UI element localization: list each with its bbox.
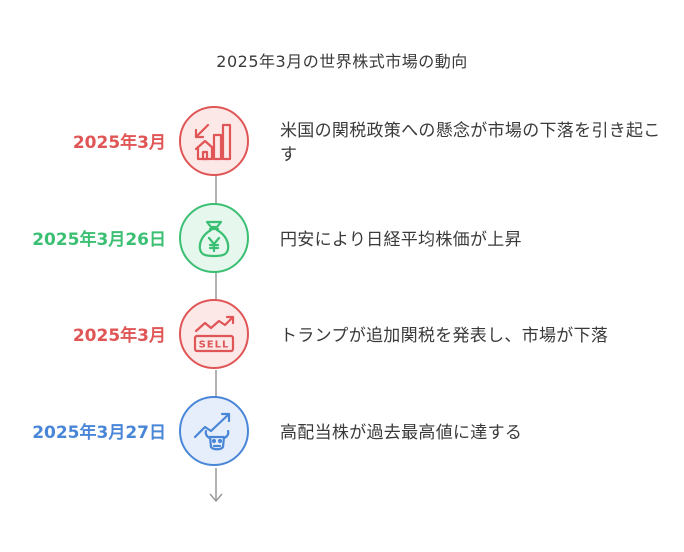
diagram-title: 2025年3月の世界株式市場の動向 [216, 52, 468, 71]
event-date: 2025年3月26日 [32, 230, 166, 250]
timeline-event-4: 2025年3月27日 高配当株が過去最高値に達する [0, 393, 684, 473]
event-description: 円安により日経平均株価が上昇 [280, 230, 522, 250]
svg-text:SELL: SELL [199, 340, 230, 351]
arrow-down-icon [209, 493, 223, 503]
event-date: 2025年3月27日 [32, 423, 166, 443]
yen-money-bag-icon [179, 203, 249, 273]
timeline-event-2: 2025年3月26日 円安により日経平均株価が上昇 [0, 200, 684, 280]
timeline-event-1: 2025年3月 米国の関税政策への懸念が市場の下落を引き起こす [0, 103, 684, 183]
event-date: 2025年3月 [72, 326, 166, 346]
event-description: 米国の関税政策への懸念が市場の下落を引き起こす [280, 121, 661, 165]
event-description: トランプが追加関税を発表し、市場が下落 [280, 326, 609, 346]
sell-sign-icon: SELL [179, 299, 249, 369]
timeline-event-3: 2025年3月 SELL トランプが追加関税を発表し、市場が下落 [0, 296, 684, 376]
event-description: 高配当株が過去最高値に達する [280, 423, 523, 443]
falling-chart-house-icon [179, 106, 249, 176]
event-date: 2025年3月 [72, 133, 166, 153]
bull-rising-icon [179, 396, 249, 466]
